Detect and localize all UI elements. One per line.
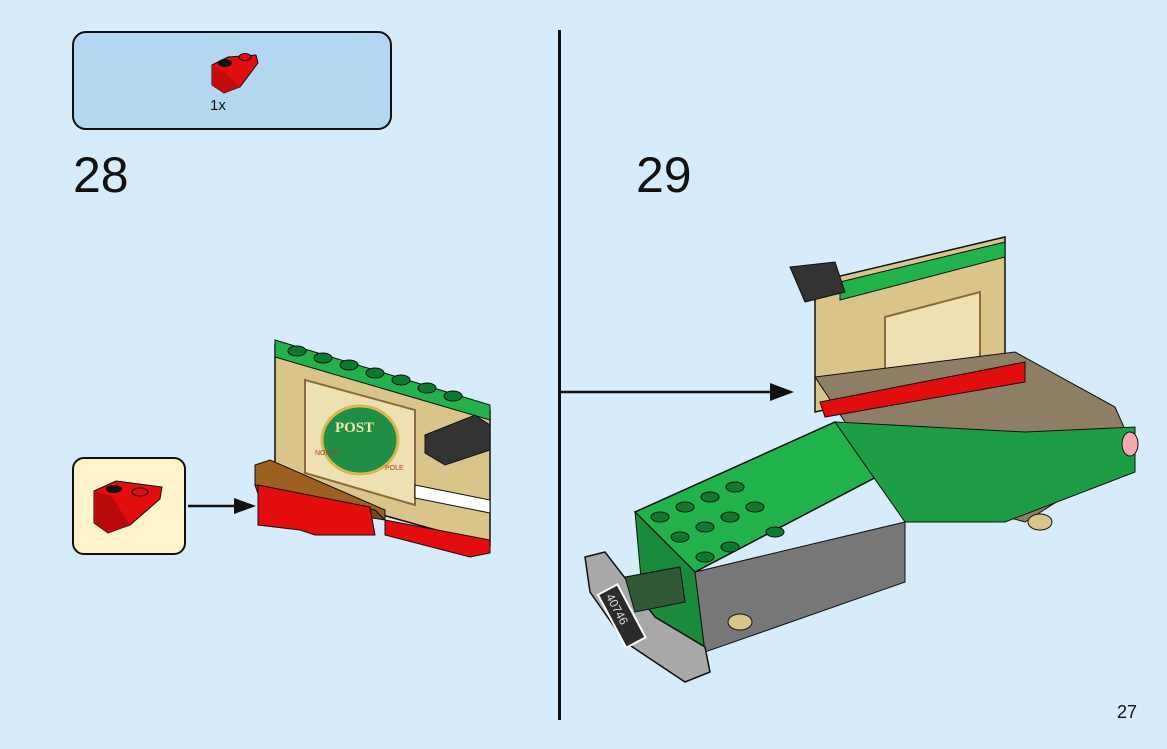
part-quantity: 1x	[210, 97, 226, 114]
parts-list-box: 1x	[72, 31, 392, 130]
step-number-28: 28	[73, 147, 129, 203]
arrow-icon	[560, 383, 794, 401]
sign-left: NORTH	[315, 450, 340, 457]
new-part-callout	[72, 457, 186, 555]
step-28-model: POST NORTH POLE	[254, 339, 491, 558]
sign-right: POLE	[385, 465, 404, 472]
step-29-model: 40746	[584, 236, 1139, 683]
step-number-29: 29	[636, 147, 692, 203]
step-divider	[558, 30, 561, 720]
arrow-icon	[188, 498, 256, 514]
red-slope-brick-icon	[211, 53, 259, 94]
red-slope-brick-icon	[93, 480, 163, 534]
page-number: 27	[1116, 702, 1137, 722]
sign-title: POST	[335, 420, 374, 436]
